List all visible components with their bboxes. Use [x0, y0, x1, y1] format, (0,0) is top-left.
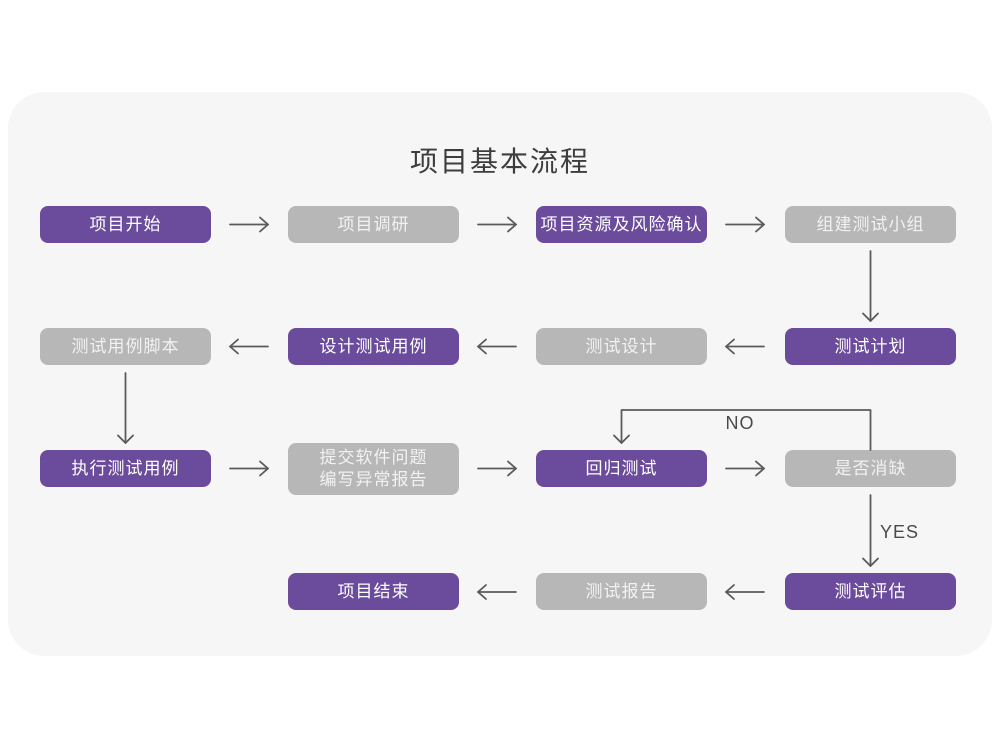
node-project-research: 项目调研 [288, 206, 459, 243]
page-title: 项目基本流程 [409, 146, 590, 177]
node-label: 设计测试用例 [319, 336, 428, 356]
node-label: 组建测试小组 [816, 214, 925, 234]
node-test-report: 测试报告 [536, 573, 707, 610]
node-regression-test: 回归测试 [536, 450, 707, 487]
node-label: 测试报告 [585, 581, 658, 601]
node-label: 项目结束 [337, 581, 410, 601]
node-label-line1: 提交软件问题 [319, 448, 428, 467]
node-label: 测试设计 [585, 336, 658, 356]
branch-label-yes: YES [880, 522, 920, 542]
node-label: 回归测试 [585, 458, 658, 478]
node-label: 执行测试用例 [71, 458, 180, 478]
node-label: 测试用例脚本 [71, 336, 180, 356]
node-resources-risk: 项目资源及风险确认 [536, 206, 707, 243]
node-execute-test-cases: 执行测试用例 [40, 450, 211, 487]
node-test-case-script: 测试用例脚本 [40, 328, 211, 365]
node-submit-issues: 提交软件问题 编写异常报告 [288, 443, 459, 495]
node-design-test-cases: 设计测试用例 [288, 328, 459, 365]
node-label: 是否消缺 [834, 458, 907, 478]
node-label: 测试计划 [834, 336, 907, 356]
node-build-test-team: 组建测试小组 [785, 206, 956, 243]
node-label-line2: 编写异常报告 [319, 470, 428, 489]
node-label: 测试评估 [834, 581, 907, 601]
node-label: 项目开始 [89, 214, 162, 234]
node-project-start: 项目开始 [40, 206, 211, 243]
branch-label-no: NO [725, 413, 755, 433]
flowchart-card-background [8, 92, 992, 656]
node-defect-resolved: 是否消缺 [785, 450, 956, 487]
node-project-end: 项目结束 [288, 573, 459, 610]
node-label: 项目资源及风险确认 [540, 214, 703, 234]
node-test-plan: 测试计划 [785, 328, 956, 365]
node-label: 项目调研 [337, 214, 410, 234]
node-test-design: 测试设计 [536, 328, 707, 365]
node-test-evaluation: 测试评估 [785, 573, 956, 610]
